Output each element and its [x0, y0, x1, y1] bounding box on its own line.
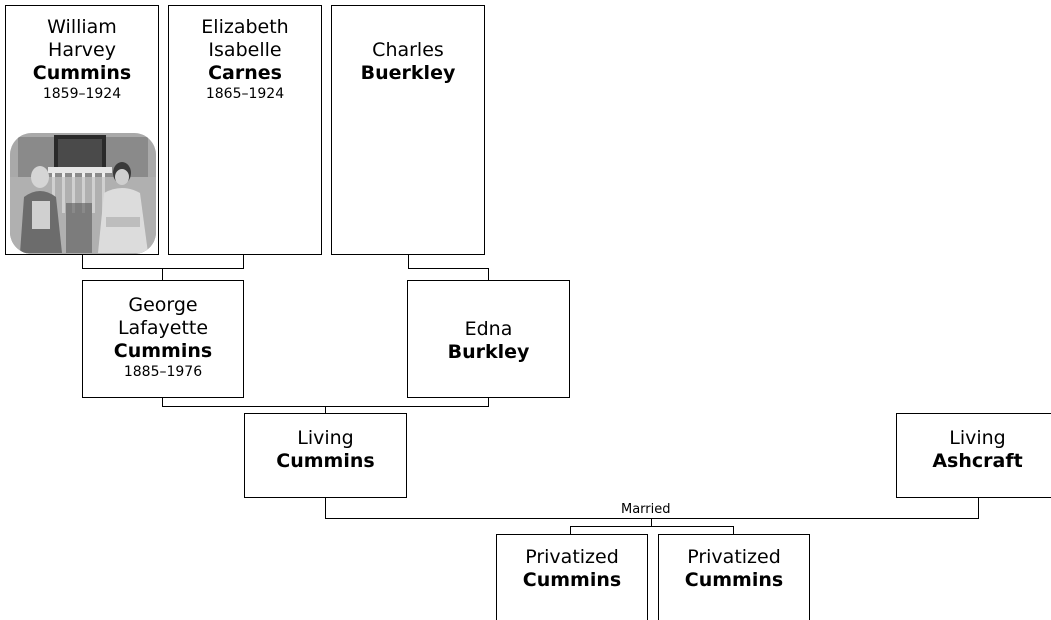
- given-name: Privatized: [687, 546, 781, 568]
- person-card-living-ashcraft[interactable]: Living Ashcraft: [896, 413, 1051, 498]
- connector-line: [162, 268, 163, 281]
- connector-line: [82, 254, 83, 268]
- surname: Carnes: [208, 62, 282, 84]
- person-card-william[interactable]: William Harvey Cummins 1859–1924: [5, 5, 159, 255]
- life-years: 1885–1976: [123, 364, 203, 380]
- given-name: Elizabeth: [201, 16, 289, 38]
- couple-photo[interactable]: [10, 133, 156, 254]
- person-card-elizabeth[interactable]: Elizabeth Isabelle Carnes 1865–1924: [168, 5, 322, 255]
- surname: Cummins: [276, 450, 375, 472]
- given-name: Privatized: [525, 546, 619, 568]
- connector-line: [570, 526, 571, 535]
- life-years: 1865–1924: [205, 86, 285, 102]
- person-card-edna[interactable]: Edna Burkley: [407, 280, 570, 398]
- connector-line: [325, 497, 326, 518]
- connector-line: [651, 518, 652, 526]
- given-name: Charles: [372, 39, 444, 61]
- given-name: Harvey: [48, 39, 116, 61]
- given-name: Living: [297, 427, 354, 449]
- surname: Cummins: [522, 569, 622, 591]
- couple-photo-image: [10, 133, 156, 254]
- connector-line: [408, 254, 409, 268]
- connector-line: [733, 526, 734, 535]
- surname: Ashcraft: [932, 450, 1023, 472]
- given-name: William: [47, 16, 117, 38]
- given-name: George: [128, 294, 198, 316]
- surname: Cummins: [32, 62, 132, 84]
- connector-line: [570, 526, 734, 527]
- marriage-label: Married: [619, 502, 673, 518]
- connector-line: [488, 398, 489, 406]
- surname: Cummins: [684, 569, 784, 591]
- given-name: Isabelle: [208, 39, 282, 61]
- connector-line: [325, 406, 326, 414]
- life-years: 1859–1924: [42, 86, 122, 102]
- person-card-charles[interactable]: Charles Buerkley: [331, 5, 485, 255]
- connector-line: [488, 268, 489, 281]
- connector-line: [82, 268, 244, 269]
- marriage-line: [325, 518, 979, 519]
- person-card-living-cummins[interactable]: Living Cummins: [244, 413, 407, 498]
- connector-line: [162, 398, 163, 406]
- surname: Buerkley: [360, 62, 456, 84]
- surname: Cummins: [113, 340, 213, 362]
- connector-line: [243, 254, 244, 268]
- person-card-george[interactable]: George Lafayette Cummins 1885–1976: [82, 280, 244, 398]
- person-card-child-1[interactable]: Privatized Cummins: [496, 534, 648, 620]
- surname: Burkley: [447, 341, 530, 363]
- person-card-child-2[interactable]: Privatized Cummins: [658, 534, 810, 620]
- given-name: Lafayette: [117, 317, 209, 339]
- given-name: Living: [949, 427, 1006, 449]
- connector-line: [408, 268, 489, 269]
- given-name: Edna: [464, 318, 513, 340]
- connector-line: [978, 497, 979, 518]
